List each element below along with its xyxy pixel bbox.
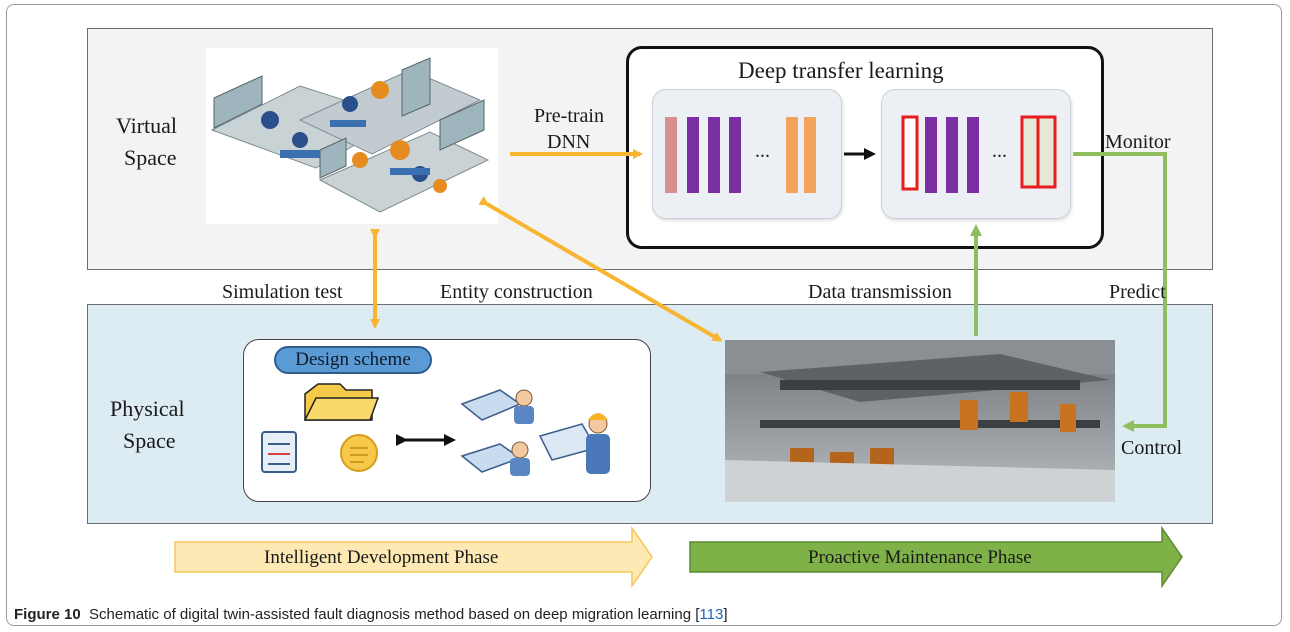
simulation-test-label: Simulation test: [222, 281, 343, 303]
monitor-predict-control-arrow: [1073, 152, 1167, 432]
control-label: Control: [1121, 437, 1183, 459]
deep-transfer-learning-title: Deep transfer learning: [738, 58, 944, 83]
data-transmission-label: Data transmission: [808, 281, 952, 303]
predict-label: Predict: [1109, 281, 1166, 303]
pretrained-network-layers: [665, 117, 816, 193]
physical-factory-photo: [725, 340, 1115, 502]
virtual-factory-image: [206, 48, 498, 224]
figure-number: Figure 10: [14, 606, 81, 623]
caption-ref-close: ]: [723, 606, 728, 623]
caption-ref-open: [: [695, 606, 700, 623]
maintenance-phase-arrow: [689, 525, 1183, 589]
ellipsis-left: ...: [755, 140, 770, 162]
checklist-icon: [261, 431, 297, 473]
physical-space-label-line1: Physical: [110, 396, 185, 421]
document-icon: [340, 434, 378, 472]
design-scheme-badge: Design scheme: [274, 346, 432, 374]
pretrain-label-line2: DNN: [547, 131, 591, 153]
folder-icon: [303, 383, 380, 421]
pretrain-label-line1: Pre-train: [534, 105, 604, 127]
monitor-label: Monitor: [1105, 131, 1171, 153]
development-phase-label: Intelligent Development Phase: [264, 547, 499, 568]
caption-text: Schematic of digital twin-assisted fault…: [89, 606, 692, 623]
maintenance-phase-label: Proactive Maintenance Phase: [808, 547, 1032, 568]
engineers-icon: [460, 389, 610, 476]
ellipsis-right: ...: [992, 140, 1007, 162]
virtual-space-label-line2: Space: [124, 145, 177, 170]
citation-link[interactable]: 113: [699, 606, 724, 623]
entity-construction-arrow: [478, 196, 723, 342]
entity-construction-label: Entity construction: [440, 281, 593, 303]
figure-frame: [6, 4, 1282, 626]
physical-space-label-line2: Space: [123, 428, 176, 453]
transferred-network-layers: [901, 115, 1057, 193]
figure-caption: Figure 10 Schematic of digital twin-assi…: [14, 606, 727, 624]
development-phase-arrow: [174, 525, 653, 589]
virtual-space-label-line1: Virtual: [116, 113, 177, 138]
